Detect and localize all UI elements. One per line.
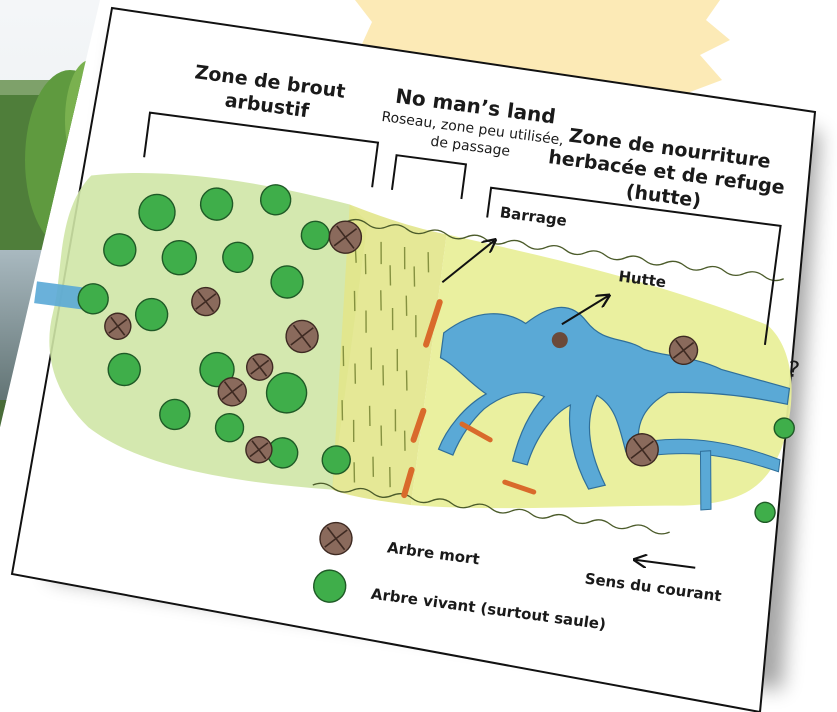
illustration-stage: Zone de brout arbustif No man’s land Ros… bbox=[0, 0, 837, 712]
diagram-card: Zone de brout arbustif No man’s land Ros… bbox=[0, 0, 837, 712]
